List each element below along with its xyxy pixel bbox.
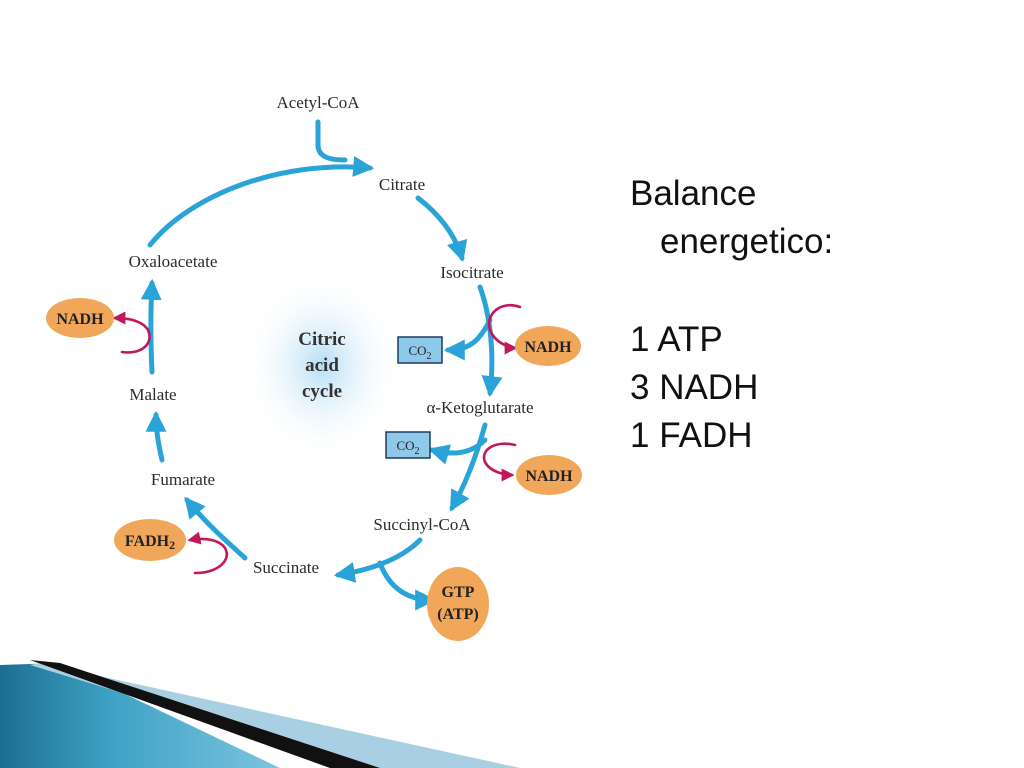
co2-1-text: CO bbox=[408, 343, 426, 358]
decor-light-band bbox=[30, 663, 520, 768]
fadh2-label: FADH bbox=[125, 533, 170, 550]
balance-item-atp: 1 ATP bbox=[630, 320, 723, 359]
arrow-nadh-malate bbox=[112, 311, 151, 354]
gtp-oval: GTP (ATP) bbox=[427, 567, 489, 641]
arrow-malate-to-oxaloacetate bbox=[140, 278, 162, 375]
label-citrate: Citrate bbox=[379, 175, 425, 194]
metabolite-labels: Acetyl-CoA Citrate Isocitrate α-Ketoglut… bbox=[129, 93, 534, 577]
co2-box-1: CO2 bbox=[397, 336, 443, 364]
arrow-nadh-ketoglutarate bbox=[482, 442, 517, 482]
arrow-isocitrate-to-ketoglutarate bbox=[477, 284, 503, 398]
arrow-co2-release-2 bbox=[427, 437, 488, 465]
arrow-co2-release-1 bbox=[443, 317, 493, 361]
svg-text:CO2: CO2 bbox=[396, 438, 419, 457]
cofactor-arrows bbox=[112, 304, 522, 575]
arrow-acetyl-coa-input bbox=[315, 119, 348, 163]
center-label-line-3: cycle bbox=[302, 381, 342, 402]
co2-box-2: CO2 bbox=[385, 431, 431, 459]
nadh-oval-malate: NADH bbox=[46, 298, 114, 338]
label-alpha-ketoglutarate: α-Ketoglutarate bbox=[426, 398, 533, 417]
cycle-arrows bbox=[140, 119, 503, 611]
fadh2-oval: FADH2 bbox=[114, 519, 186, 561]
citric-acid-cycle-diagram: Acetyl-CoA Citrate Isocitrate α-Ketoglut… bbox=[46, 93, 582, 641]
center-glow bbox=[242, 270, 402, 460]
balance-title-line-2: energetico: bbox=[660, 222, 834, 261]
co2-2-subscript: 2 bbox=[415, 446, 420, 457]
arrow-fumarate-to-malate bbox=[145, 410, 167, 463]
label-oxaloacetate: Oxaloacetate bbox=[129, 252, 218, 271]
label-succinyl-coa: Succinyl-CoA bbox=[373, 515, 471, 534]
balance-item-fadh: 1 FADH bbox=[630, 416, 753, 455]
balance-title-line-1: Balance bbox=[630, 174, 757, 213]
gtp-label-line-1: GTP bbox=[442, 584, 475, 601]
arrow-succinate-to-fumarate bbox=[184, 496, 248, 561]
balance-item-nadh: 3 NADH bbox=[630, 368, 759, 407]
nadh-ketoglutarate-label: NADH bbox=[525, 468, 573, 485]
nadh-oval-ketoglutarate: NADH bbox=[516, 455, 582, 495]
gtp-label-line-2: (ATP) bbox=[437, 606, 478, 623]
arrow-fadh2 bbox=[187, 531, 228, 575]
label-isocitrate: Isocitrate bbox=[440, 263, 503, 282]
balance-spacer bbox=[630, 266, 1010, 316]
svg-text:CO2: CO2 bbox=[408, 343, 431, 362]
energy-balance: Balance energetico: 1 ATP 3 NADH 1 FADH bbox=[630, 170, 1010, 460]
label-fumarate: Fumarate bbox=[151, 470, 215, 489]
co2-1-subscript: 2 bbox=[427, 351, 432, 362]
arrow-nadh-isocitrate bbox=[487, 304, 522, 355]
co2-2-text: CO bbox=[396, 438, 414, 453]
decor-teal-band bbox=[0, 663, 280, 768]
label-acetyl-coa: Acetyl-CoA bbox=[276, 93, 360, 112]
arrow-ketoglutarate-to-succinyl-coa bbox=[449, 422, 488, 512]
nadh-malate-label: NADH bbox=[56, 311, 104, 328]
arrow-gtp-output bbox=[377, 560, 437, 611]
nadh-oval-isocitrate: NADH bbox=[515, 326, 581, 366]
svg-text:FADH2: FADH2 bbox=[125, 533, 175, 552]
label-malate: Malate bbox=[129, 385, 176, 404]
center-label-line-1: Citric bbox=[298, 329, 345, 350]
arrow-succinyl-coa-to-succinate bbox=[333, 537, 423, 583]
arrow-citrate-to-isocitrate bbox=[415, 195, 468, 263]
center-label: Citric acid cycle bbox=[298, 329, 345, 402]
center-label-line-2: acid bbox=[305, 355, 339, 376]
arrow-oxaloacetate-to-citrate bbox=[147, 156, 375, 248]
nadh-isocitrate-label: NADH bbox=[524, 339, 572, 356]
decor-dark-stripe bbox=[30, 660, 380, 768]
label-succinate: Succinate bbox=[253, 558, 319, 577]
bottom-decoration bbox=[0, 660, 520, 768]
fadh2-subscript: 2 bbox=[169, 538, 175, 552]
